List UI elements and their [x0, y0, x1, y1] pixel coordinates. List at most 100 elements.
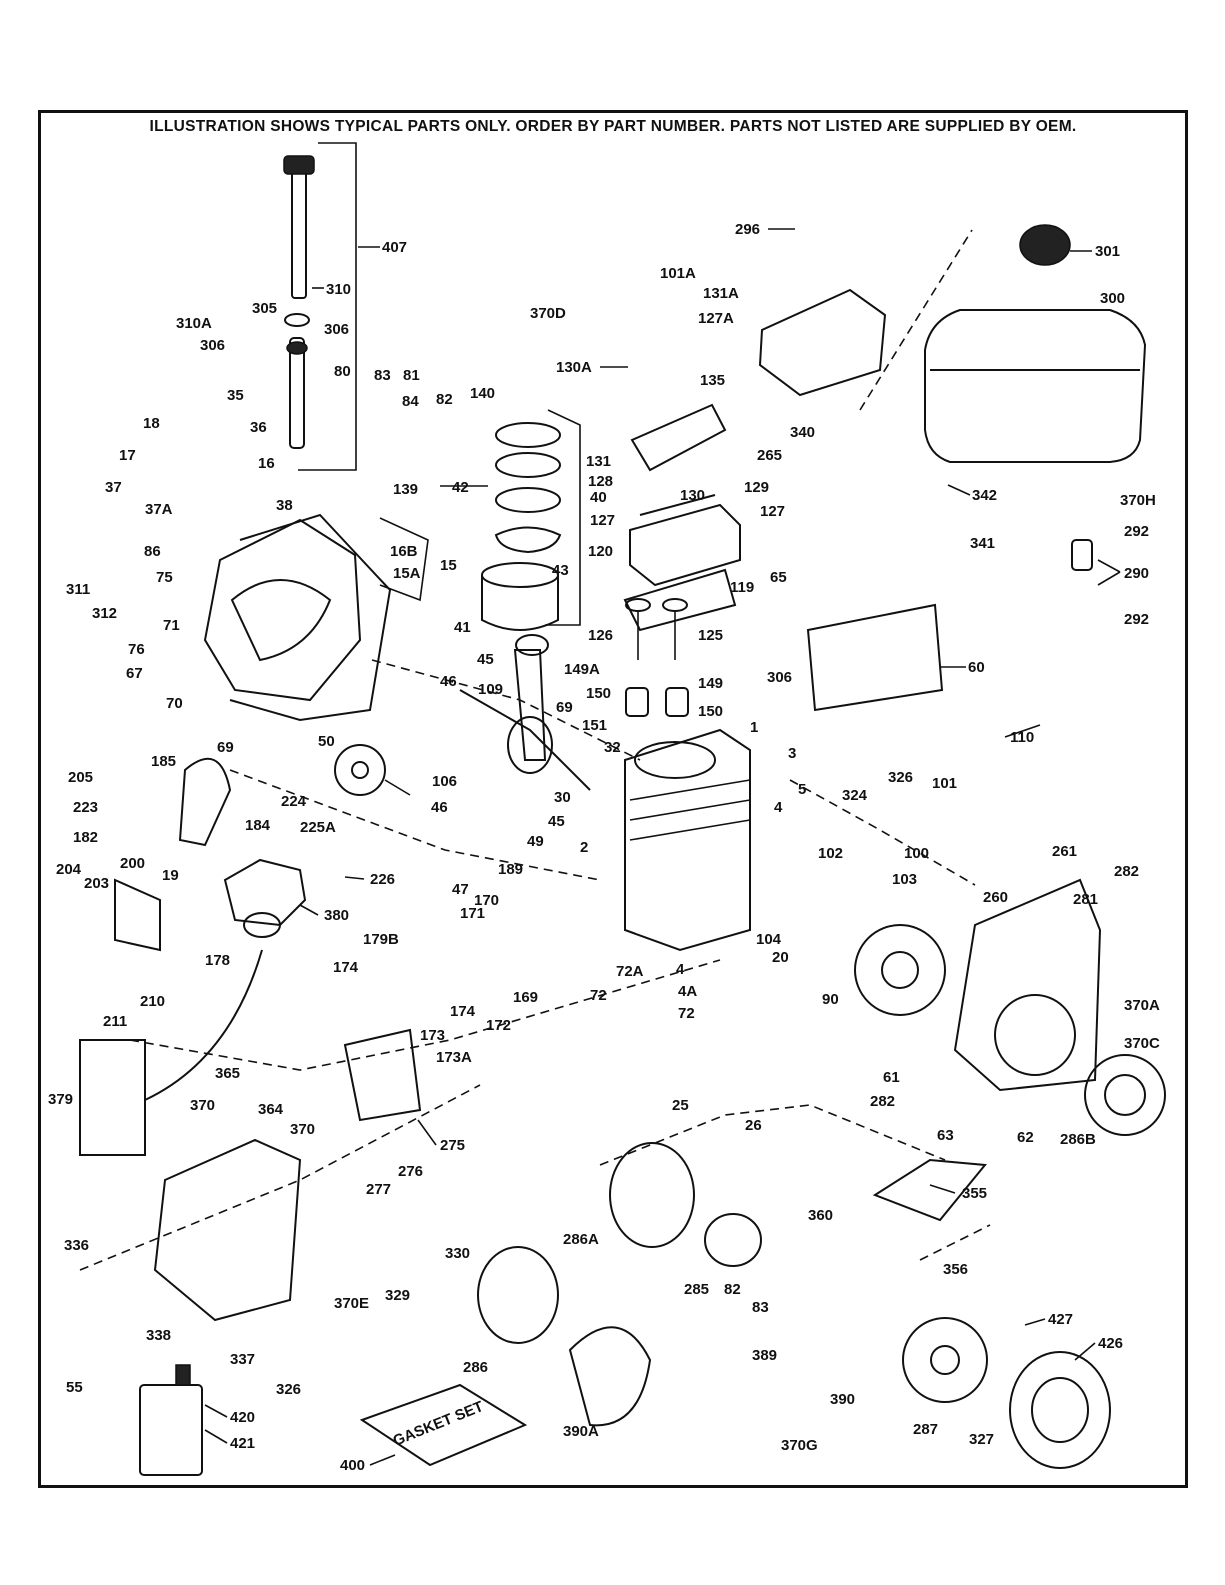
label-364: 364	[258, 1101, 284, 1118]
label-26: 26	[745, 1117, 762, 1134]
label-125: 125	[698, 627, 723, 644]
label-135: 135	[700, 372, 725, 389]
label-407: 407	[382, 239, 407, 256]
label-224: 224	[281, 793, 307, 810]
label-356: 356	[943, 1261, 968, 1278]
label-61: 61	[883, 1069, 900, 1086]
label-37A: 37A	[145, 501, 173, 518]
label-82: 82	[436, 391, 453, 408]
label-4A: 4A	[678, 983, 697, 1000]
label-1: 1	[750, 719, 758, 736]
label-379: 379	[48, 1091, 73, 1108]
label-341: 341	[970, 535, 995, 552]
label-306c: 306	[767, 669, 792, 686]
label-30: 30	[554, 789, 571, 806]
label-390A: 390A	[563, 1423, 599, 1440]
label-41: 41	[454, 619, 471, 636]
label-76: 76	[128, 641, 145, 658]
label-286A: 286A	[563, 1231, 599, 1248]
label-281: 281	[1073, 891, 1098, 908]
label-400: 400	[340, 1457, 365, 1474]
label-338: 338	[146, 1327, 171, 1344]
label-370a: 370	[190, 1097, 215, 1114]
label-184: 184	[245, 817, 271, 834]
label-149: 149	[698, 675, 723, 692]
label-70: 70	[166, 695, 183, 712]
label-20: 20	[772, 949, 789, 966]
label-169: 169	[513, 989, 538, 1006]
label-174a: 174	[333, 959, 359, 976]
label-226: 226	[370, 871, 395, 888]
label-203: 203	[84, 875, 109, 892]
label-275: 275	[440, 1137, 465, 1154]
label-310A: 310A	[176, 315, 212, 332]
label-370G: 370G	[781, 1437, 818, 1454]
label-282a: 282	[1114, 863, 1139, 880]
label-265: 265	[757, 447, 782, 464]
label-18a: 18	[143, 415, 160, 432]
label-301: 301	[1095, 243, 1120, 260]
label-46a: 46	[440, 673, 457, 690]
label-19: 19	[162, 867, 179, 884]
label-119: 119	[730, 579, 754, 596]
label-81: 81	[403, 367, 420, 384]
label-365: 365	[215, 1065, 240, 1082]
label-312: 312	[92, 605, 117, 622]
label-355: 355	[962, 1185, 987, 1202]
label-101A: 101A	[660, 265, 696, 282]
label-380: 380	[324, 907, 349, 924]
label-35: 35	[227, 387, 244, 404]
label-326a: 326	[888, 769, 913, 786]
label-4a: 4	[774, 799, 783, 816]
leader-lines	[204, 228, 1121, 1466]
label-75: 75	[156, 569, 173, 586]
label-370b: 370	[290, 1121, 315, 1138]
label-337: 337	[230, 1351, 255, 1368]
label-342: 342	[972, 487, 997, 504]
label-102: 102	[818, 845, 843, 862]
label-106: 106	[432, 773, 457, 790]
label-38: 38	[276, 497, 293, 514]
label-360: 360	[808, 1207, 833, 1224]
label-326b: 326	[276, 1381, 301, 1398]
label-65: 65	[770, 569, 787, 586]
label-327: 327	[969, 1431, 994, 1448]
label-131: 131	[586, 453, 611, 470]
label-182: 182	[73, 829, 98, 846]
label-285: 285	[684, 1281, 709, 1298]
label-370C: 370C	[1124, 1035, 1160, 1052]
label-310: 310	[326, 281, 351, 298]
label-120: 120	[588, 543, 613, 560]
label-200: 200	[120, 855, 145, 872]
label-128: 128	[588, 473, 613, 490]
label-340: 340	[790, 424, 815, 441]
label-4b: 4	[676, 961, 685, 978]
label-290: 290	[1124, 565, 1149, 582]
label-311: 311	[66, 581, 90, 598]
label-86: 86	[144, 543, 161, 560]
label-185: 185	[151, 753, 176, 770]
label-90: 90	[822, 991, 839, 1008]
label-170: 170	[474, 892, 499, 909]
label-276: 276	[398, 1163, 423, 1180]
label-72A: 72A	[616, 963, 644, 980]
label-189: 189	[498, 861, 523, 878]
label-63: 63	[937, 1127, 954, 1144]
label-426: 426	[1098, 1335, 1123, 1352]
label-205: 205	[68, 769, 93, 786]
label-71: 71	[163, 617, 180, 634]
label-15A: 15A	[393, 565, 421, 582]
label-287: 287	[913, 1421, 938, 1438]
label-104: 104	[756, 931, 782, 948]
label-80: 80	[334, 363, 351, 380]
label-282b: 282	[870, 1093, 895, 1110]
label-292a: 292	[1124, 523, 1149, 540]
label-300: 300	[1100, 290, 1125, 307]
label-172: 172	[486, 1017, 511, 1034]
label-37: 37	[105, 479, 122, 496]
label-171: 171	[460, 905, 485, 922]
label-67: 67	[126, 665, 143, 682]
label-179B: 179B	[363, 931, 399, 948]
